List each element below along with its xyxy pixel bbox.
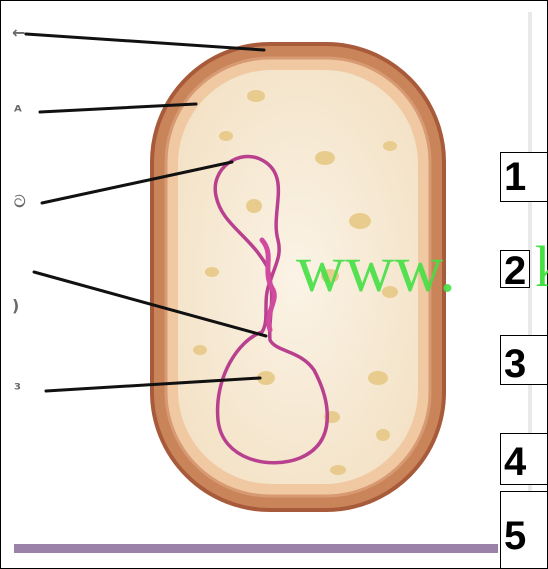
label-number-4: 4 — [504, 440, 526, 484]
watermark-tail: k — [535, 238, 548, 296]
left-glyph-5: ³ — [14, 382, 21, 398]
label-number-1: 1 — [504, 155, 526, 199]
label-number-5: 5 — [504, 514, 526, 558]
label-box-3: 3 — [500, 335, 548, 385]
left-glyph-3: ට — [14, 194, 26, 210]
label-box-2: 2 — [500, 250, 530, 288]
label-box-5: 5 — [500, 491, 548, 569]
left-glyph-2: ᴬ — [14, 104, 22, 120]
bottom-bar — [14, 544, 498, 553]
left-glyph-1: ← — [12, 25, 25, 41]
pointer-line-1 — [26, 34, 264, 50]
label-number-2: 2 — [504, 249, 526, 293]
label-box-1: 1 — [500, 152, 548, 202]
label-number-3: 3 — [504, 342, 526, 386]
label-box-4: 4 — [500, 433, 548, 485]
left-glyph-4: ) — [12, 298, 19, 314]
cytoplasm — [178, 70, 418, 484]
